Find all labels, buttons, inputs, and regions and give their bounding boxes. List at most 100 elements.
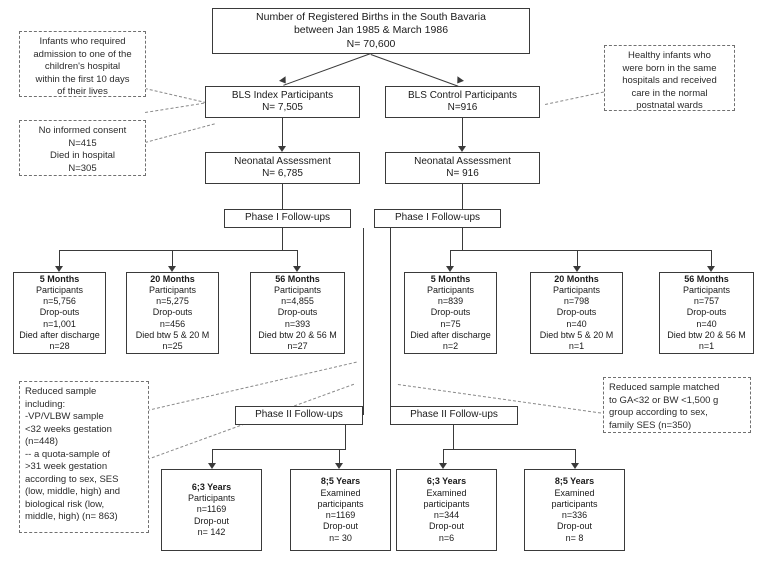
note-index-exclusion: No informed consent N=415 Died in hospit… (19, 120, 146, 176)
control-phase1-bypass-line (390, 228, 391, 415)
note-phase2-index-line-6: -- a quota-sample of (25, 448, 111, 460)
note-phase2-index-line-11: middle, high) (n= 863) (25, 511, 118, 523)
control-phase1-20months-box: 20 Months Participants n=798 Drop-outs n… (530, 272, 623, 354)
title-line-1: Number of Registered Births in the South… (256, 11, 486, 24)
index-6y3-line-1: Participants (187, 493, 236, 504)
control-6y3-line-5: n=6 (438, 532, 455, 543)
index-56m-head: 56 Months (275, 273, 320, 284)
index-8y5-line-4: Drop-out (322, 521, 358, 532)
index-phase2-bus (212, 449, 346, 450)
note-phase2-index: Reduced sample including: -VP/VLBW sampl… (19, 381, 149, 533)
control-5m-line-5: Died after discharge (410, 329, 491, 340)
index-phase2-drop-2 (339, 449, 340, 465)
control-phase1-drop-3 (711, 250, 712, 268)
control-participants-box: BLS Control Participants N=916 (385, 86, 540, 118)
index-6y3-head: 6;3 Years (191, 481, 232, 492)
index-56m-line-4: n=393 (284, 318, 311, 329)
index-phase1-20months-box: 20 Months Participants n=5,275 Drop-outs… (126, 272, 219, 354)
control-20m-line-4: n=40 (566, 318, 587, 329)
control-5m-line-3: Drop-outs (430, 307, 471, 318)
control-5m-line-2: n=839 (437, 296, 464, 307)
note-index-inclusion-line-1: Infants who required (39, 36, 126, 47)
control-phase2-drop-2 (575, 449, 576, 465)
control-6y3-line-2: participants (423, 498, 470, 509)
note-control-inclusion-line-4: care in the normal (631, 87, 708, 99)
control-phase1-arrow-3 (707, 266, 715, 272)
control-5m-head: 5 Months (430, 273, 471, 284)
note-phase2-index-line-4: <32 weeks gestation (25, 423, 112, 435)
index-to-neonatal-line (282, 118, 283, 148)
note-phase2-index-line-2: including: (25, 398, 66, 410)
title-line-3: N= 70,600 (346, 37, 396, 50)
note-index-exclusion-line-3: Died in hospital (50, 150, 115, 162)
note-index-exclusion-line-1: No informed consent (38, 125, 127, 136)
note-phase2-index-line-1: Reduced sample (25, 386, 97, 397)
index-neonatal-line-1: Neonatal Assessment (234, 155, 331, 167)
control-20m-line-5: Died btw 5 & 20 M (539, 329, 614, 340)
index-participants-box: BLS Index Participants N= 7,505 (205, 86, 360, 118)
note-index-inclusion-line-3: children's hospital (44, 61, 121, 73)
index-8y5-line-5: n= 30 (329, 532, 352, 543)
note-index-inclusion-connector (144, 88, 212, 105)
control-8y5-line-3: n=336 (561, 510, 588, 520)
index-phase1-box: Phase I Follow-ups (224, 209, 351, 228)
control-56m-line-5: Died btw 20 & 56 M (667, 329, 746, 340)
index-phase1-arrow-2 (168, 266, 176, 272)
index-8y5-line-2: participants (317, 498, 364, 509)
index-phase2-6y3-box: 6;3 Years Participants n=1169 Drop-out n… (161, 469, 262, 551)
index-to-neonatal-arrow (278, 146, 286, 152)
index-phase1-arrow-1 (55, 266, 63, 272)
control-phase2-stem (453, 425, 454, 449)
control-6y3-line-4: Drop-out (428, 521, 464, 532)
control-phase2-drop-1 (443, 449, 444, 465)
control-6y3-line-1: Examined (426, 487, 467, 498)
control-8y5-line-2: participants (551, 498, 598, 509)
index-to-phase1-line (282, 184, 283, 209)
index-phase1-bus (59, 250, 297, 251)
index-56m-line-2: n=4,855 (281, 296, 314, 307)
index-56m-line-1: Participants (273, 284, 322, 295)
control-phase1-label: Phase I Follow-ups (394, 212, 481, 224)
index-6y3-line-4: n= 142 (197, 526, 226, 537)
control-56m-line-2: n=757 (693, 296, 720, 307)
index-phase1-label: Phase I Follow-ups (244, 212, 331, 224)
note-index-inclusion-connector-2 (145, 101, 215, 113)
index-5m-line-1: Participants (35, 284, 84, 295)
note-phase2-control-line-3: group according to sex, (609, 407, 708, 419)
control-phase2-box: Phase II Follow-ups (390, 406, 518, 425)
note-control-inclusion-line-1: Healthy infants who (628, 50, 711, 61)
control-8y5-head: 8;5 Years (554, 476, 595, 487)
title-line-2: between Jan 1985 & March 1986 (293, 24, 449, 37)
index-phase2-8y5-box: 8;5 Years Examined participants n=1169 D… (290, 469, 391, 551)
index-20m-line-1: Participants (148, 284, 197, 295)
control-8y5-line-1: Examined (554, 487, 595, 498)
split-line-right (370, 54, 459, 87)
note-index-exclusion-line-4: N=305 (68, 162, 97, 174)
control-phase1-drop-2 (577, 250, 578, 268)
index-phase2-label: Phase II Follow-ups (255, 409, 343, 421)
index-phase1-stem (282, 228, 283, 250)
index-8y5-line-3: n=1169 (325, 510, 356, 520)
index-phase1-5months-box: 5 Months Participants n=5,756 Drop-outs … (13, 272, 106, 354)
control-participants-line-2: N=916 (447, 102, 478, 113)
control-neonatal-box: Neonatal Assessment N= 916 (385, 152, 540, 184)
control-phase2-6y3-box: 6;3 Years Examined participants n=344 Dr… (396, 469, 497, 551)
index-6y3-line-3: Drop-out (193, 515, 229, 526)
index-20m-line-2: n=5,275 (156, 296, 189, 307)
index-neonatal-box: Neonatal Assessment N= 6,785 (205, 152, 360, 184)
index-5m-line-6: n=28 (49, 341, 70, 352)
note-phase2-control-line-1: Reduced sample matched (609, 382, 720, 393)
note-index-exclusion-connector (145, 123, 215, 143)
note-phase2-index-line-5: (n=448) (25, 436, 59, 448)
index-neonatal-line-2: N= 6,785 (262, 168, 303, 179)
control-phase1-5months-box: 5 Months Participants n=839 Drop-outs n=… (404, 272, 497, 354)
index-5m-line-3: Drop-outs (39, 307, 80, 318)
index-participants-line-2: N= 7,505 (262, 102, 303, 113)
index-20m-line-6: n=25 (162, 341, 183, 352)
control-56m-line-1: Participants (682, 284, 731, 295)
control-neonatal-line-2: N= 916 (446, 168, 479, 179)
index-phase1-drop-2 (172, 250, 173, 268)
index-6y3-line-2: n=1169 (196, 504, 227, 515)
control-phase2-bus (443, 449, 575, 450)
note-phase2-control-line-4: family SES (n=350) (609, 419, 692, 431)
